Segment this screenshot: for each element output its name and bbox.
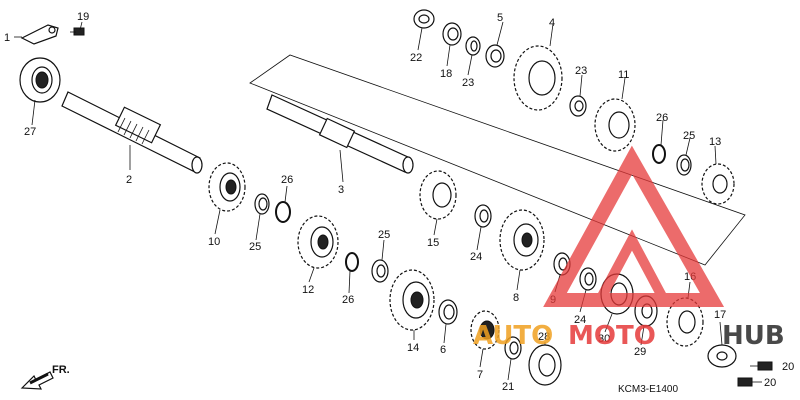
bushing-5 [485,44,505,68]
label-28: 28 [538,331,550,343]
gear-13 [701,163,735,205]
sprocket-16 [666,297,704,347]
label-17: 17 [714,309,726,321]
diagram-code: KCM3-E1400 [618,384,678,395]
washer-24b [579,267,597,291]
plate-17 [707,344,737,368]
circlip-26b [345,252,359,272]
label-3: 3 [338,184,344,196]
watermark-part2: MOTO [568,321,656,351]
bearing-28 [528,344,562,386]
label-8: 8 [513,292,519,304]
washer-25b [371,259,389,283]
circlip-26a [275,201,291,223]
label-6: 6 [440,344,446,356]
label-20b: 20 [764,377,776,389]
label-25b: 25 [378,229,390,241]
washer-25c [676,154,692,176]
label-25a: 25 [249,241,261,253]
bolt-20a [757,361,773,371]
label-24b: 24 [574,314,586,326]
label-4: 4 [549,17,555,29]
label-27: 27 [24,126,36,138]
label-19: 19 [77,11,89,23]
label-23a: 23 [462,77,474,89]
label-2: 2 [126,174,132,186]
watermark-text: AUTO MOTO HUB [473,321,785,351]
countershaft-part [266,94,414,174]
front-arrow-icon [20,371,54,390]
label-18: 18 [440,68,452,80]
label-14: 14 [407,342,419,354]
gear-10 [208,162,246,212]
gear-12 [297,215,339,269]
label-23b: 23 [575,65,587,77]
gear-7 [470,310,500,350]
washer-24a [474,204,492,228]
gear-8 [499,209,545,271]
bolt-part [70,27,85,36]
gear-15 [419,170,457,220]
label-15: 15 [427,237,439,249]
watermark-part1: AUTO [473,321,553,351]
gear-14 [389,269,435,331]
label-26b: 26 [342,294,354,306]
front-label: FR. [52,364,70,376]
label-20a: 20 [782,361,794,373]
label-26a: 26 [281,174,293,186]
label-11: 11 [618,69,629,81]
bolt-20b [737,377,753,387]
label-5: 5 [497,12,503,24]
washer-25a [254,193,270,215]
label-22: 22 [410,52,422,64]
part-labels: 1 19 27 2 10 25 26 12 26 25 14 6 7 21 28… [4,11,794,393]
label-1: 1 [4,32,10,44]
leader-lines [14,21,762,383]
mainshaft-part [61,91,203,174]
circlip-26c [652,144,666,164]
label-21: 21 [502,381,514,393]
assembly-outline [249,54,746,266]
label-7: 7 [477,369,483,381]
washer-23b [569,95,587,117]
label-24a: 24 [470,251,482,263]
label-30: 30 [598,333,610,345]
bushing-6 [438,299,458,325]
label-25c: 25 [683,130,695,142]
bushing-18 [442,22,462,46]
bracket-part [20,24,59,45]
gear-4 [513,45,563,111]
gear-11 [594,98,636,152]
label-29: 29 [634,346,646,358]
watermark-logo-icon [543,145,725,307]
label-10: 10 [208,236,220,248]
label-26c: 26 [656,112,668,124]
washer-21 [504,336,522,360]
watermark-part3: HUB [722,321,785,351]
bearing-part [19,57,61,103]
washer-23a [465,36,481,56]
label-12: 12 [302,284,314,296]
washer-22 [413,9,435,29]
label-13: 13 [709,136,721,148]
